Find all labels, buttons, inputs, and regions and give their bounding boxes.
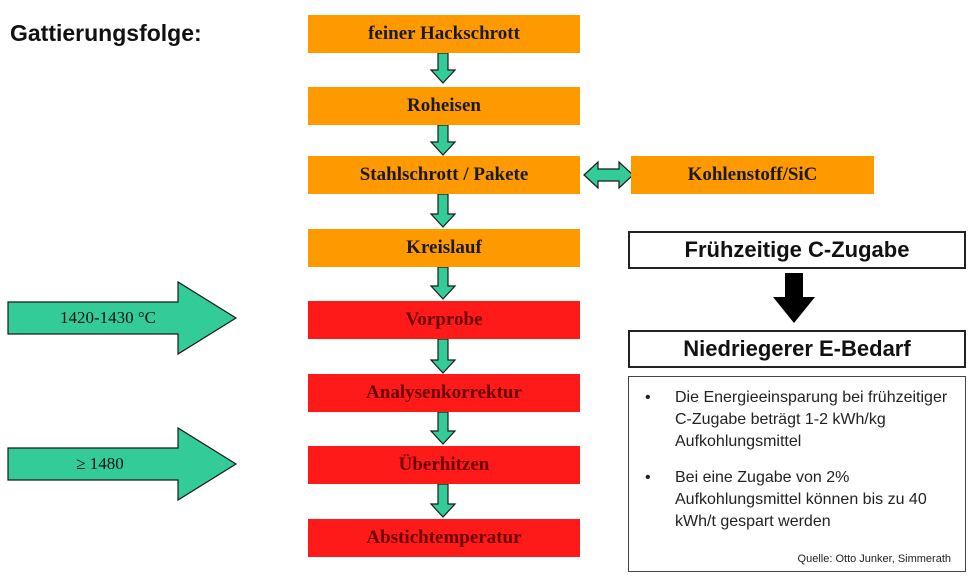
black-down-arrow: [773, 273, 815, 323]
side-input-kohlenstoff: Kohlenstoff/SiC: [631, 156, 874, 194]
note-text: Die Energieeinsparung bei frühzeitiger C…: [675, 389, 948, 450]
step-stahlschrott-pakete: Stahlschrott / Pakete: [308, 156, 580, 194]
step-ueberhitzen: Überhitzen: [308, 446, 580, 484]
down-arrow-7: [429, 483, 457, 518]
note-text: Bei eine Zugabe von 2% Aufkohlungsmittel…: [675, 469, 927, 530]
step-vorprobe: Vorprobe: [308, 301, 580, 339]
down-arrow-5: [429, 338, 457, 374]
box-early-c-addition: Frühzeitige C-Zugabe: [628, 231, 966, 269]
notes-box: • Die Energieeinsparung bei frühzeitiger…: [628, 376, 966, 572]
step-roheisen: Roheisen: [308, 87, 580, 125]
temp-arrow-2: [7, 426, 238, 502]
bullet: •: [645, 389, 651, 406]
step-kreislauf: Kreislauf: [308, 229, 580, 267]
temp-label-1: 1420-1430 °C: [59, 308, 157, 327]
temp-arrow-1: [7, 280, 238, 356]
down-arrow-3: [429, 193, 457, 228]
bullet: •: [645, 469, 651, 486]
step-feiner-hackschrott: feiner Hackschrott: [308, 15, 580, 53]
box-lower-energy-demand: Niedriegerer E-Bedarf: [628, 330, 966, 368]
temp-label-2: ≥ 1480: [76, 454, 124, 473]
down-arrow-1: [429, 52, 457, 84]
down-arrow-4: [429, 266, 457, 300]
double-arrow: [583, 160, 634, 190]
down-arrow-2: [429, 124, 457, 156]
step-abstichtemperatur: Abstichtemperatur: [308, 519, 580, 557]
down-arrow-6: [429, 411, 457, 445]
source-citation: Quelle: Otto Junker, Simmerath: [797, 553, 951, 565]
step-analysenkorrektur: Analysenkorrektur: [308, 374, 580, 412]
page-title: Gattierungsfolge:: [10, 20, 202, 46]
